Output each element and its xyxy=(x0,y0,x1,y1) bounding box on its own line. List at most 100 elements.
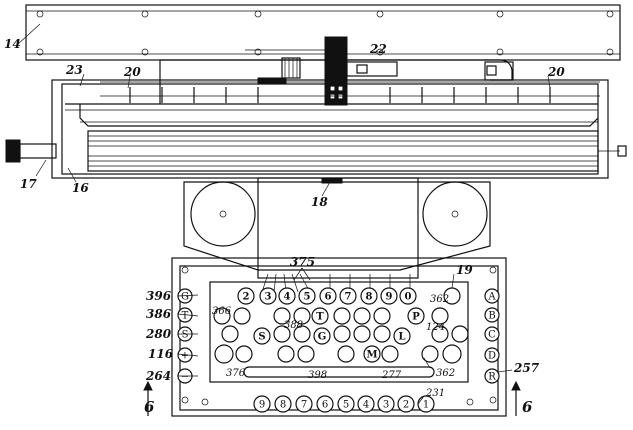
key-label: 8 xyxy=(280,400,286,411)
key-label: 2 xyxy=(243,292,250,303)
letter-key[interactable]: M xyxy=(363,345,381,363)
key-label: 3 xyxy=(265,292,272,303)
ref-386: 386 xyxy=(146,307,172,321)
top-row-key[interactable]: 6 xyxy=(319,287,337,305)
key-label: 9 xyxy=(386,292,393,303)
top-frame-bar xyxy=(25,4,621,61)
machine-body xyxy=(183,177,491,279)
key-label: 0 xyxy=(405,292,412,303)
ref-398: 398 xyxy=(308,370,327,381)
key-label: 2 xyxy=(403,400,409,411)
ref-231: 231 xyxy=(425,388,445,399)
key-label: 6 xyxy=(325,292,332,303)
right-function-key[interactable]: A xyxy=(484,288,500,304)
key-label: G xyxy=(181,292,189,303)
ref-257: 257 xyxy=(513,361,540,375)
ref-124: 124 xyxy=(426,322,445,333)
ref-6-right: 6 xyxy=(522,398,533,416)
top-row-key[interactable]: 7 xyxy=(339,287,357,305)
key-label: 5 xyxy=(304,292,311,303)
ref-20-left: 20 xyxy=(123,65,141,79)
leader-lines xyxy=(16,23,551,405)
key-label: P xyxy=(412,312,420,323)
ref-6-left: 6 xyxy=(144,398,155,416)
key-label: 3 xyxy=(383,400,389,411)
top-row-key-p[interactable]: P xyxy=(407,307,425,325)
ref-14: 14 xyxy=(4,37,21,51)
key-label: T xyxy=(182,311,189,322)
ref-23: 23 xyxy=(65,63,83,77)
key-label: A xyxy=(487,292,496,303)
key-label: − xyxy=(181,372,189,383)
top-row-key[interactable]: 0 xyxy=(399,287,417,305)
right-function-key[interactable]: R xyxy=(484,368,500,384)
bottom-number-key[interactable]: 6 xyxy=(316,395,334,413)
bottom-number-key[interactable]: 4 xyxy=(357,395,375,413)
ref-396: 396 xyxy=(146,289,172,303)
top-row-key[interactable]: 5 xyxy=(298,287,316,305)
right-function-key[interactable]: C xyxy=(484,326,500,342)
key-label: L xyxy=(398,332,405,343)
key-label: 1 xyxy=(423,400,429,411)
ref-362-a: 362 xyxy=(430,294,449,305)
bottom-number-key[interactable]: 3 xyxy=(377,395,395,413)
ref-116: 116 xyxy=(148,347,174,361)
letter-key[interactable]: G xyxy=(313,327,331,345)
key-label: C xyxy=(488,330,496,341)
key-label: 4 xyxy=(363,400,369,411)
top-row-key[interactable]: 3 xyxy=(259,287,277,305)
ref-366: 366 xyxy=(212,306,232,317)
right-function-key[interactable]: B xyxy=(484,307,500,323)
ref-264: 264 xyxy=(145,369,171,383)
carriage-block xyxy=(324,36,398,106)
ref-277: 277 xyxy=(381,370,402,381)
blank-keys xyxy=(213,307,469,364)
key-label: + xyxy=(181,351,189,362)
bottom-number-key[interactable]: 5 xyxy=(337,395,355,413)
key-label: M xyxy=(366,350,377,361)
key-label: R xyxy=(488,372,496,383)
ref-362-b: 362 xyxy=(436,368,455,379)
key-label: B xyxy=(488,311,495,322)
section-arrows xyxy=(143,380,521,416)
bottom-number-key[interactable]: 1 xyxy=(417,395,435,413)
key-label: S xyxy=(258,332,265,343)
reference-numerals: 14 22 23 20 20 17 16 18 375 19 362 366 3… xyxy=(4,37,565,416)
carriage-frame xyxy=(5,79,627,179)
top-row-key[interactable]: 4 xyxy=(278,287,296,305)
ref-16: 16 xyxy=(72,181,89,195)
key-label: S xyxy=(182,330,189,341)
key-label: T xyxy=(316,312,324,323)
key-label: G xyxy=(318,332,327,343)
key-label: 8 xyxy=(366,292,373,303)
top-row-key[interactable]: 2 xyxy=(237,287,255,305)
letter-key[interactable]: L xyxy=(393,327,411,345)
bottom-number-key[interactable]: 9 xyxy=(253,395,271,413)
letter-key[interactable]: T xyxy=(311,307,329,325)
key-label: 7 xyxy=(345,292,352,303)
top-row-key[interactable]: 9 xyxy=(380,287,398,305)
ref-22: 22 xyxy=(369,42,387,56)
key-label: 7 xyxy=(301,400,307,411)
key-label: 6 xyxy=(322,400,328,411)
ref-17: 17 xyxy=(20,177,37,191)
bottom-number-key[interactable]: 2 xyxy=(397,395,415,413)
ref-18: 18 xyxy=(311,195,328,209)
right-function-key[interactable]: D xyxy=(484,347,500,363)
ref-20-right: 20 xyxy=(547,65,565,79)
bottom-number-key[interactable]: 8 xyxy=(274,395,292,413)
ref-280: 280 xyxy=(145,327,172,341)
key-label: D xyxy=(488,351,496,362)
ref-388: 388 xyxy=(284,320,303,331)
bottom-number-key[interactable]: 7 xyxy=(295,395,313,413)
key-label: 9 xyxy=(259,400,265,411)
ref-375: 375 xyxy=(290,255,315,269)
stop-rail xyxy=(100,57,600,104)
top-row-key[interactable]: 8 xyxy=(360,287,378,305)
ref-19: 19 xyxy=(456,263,473,277)
key-label: 4 xyxy=(284,292,291,303)
letter-key[interactable]: S xyxy=(253,327,271,345)
ref-376: 376 xyxy=(226,368,246,379)
